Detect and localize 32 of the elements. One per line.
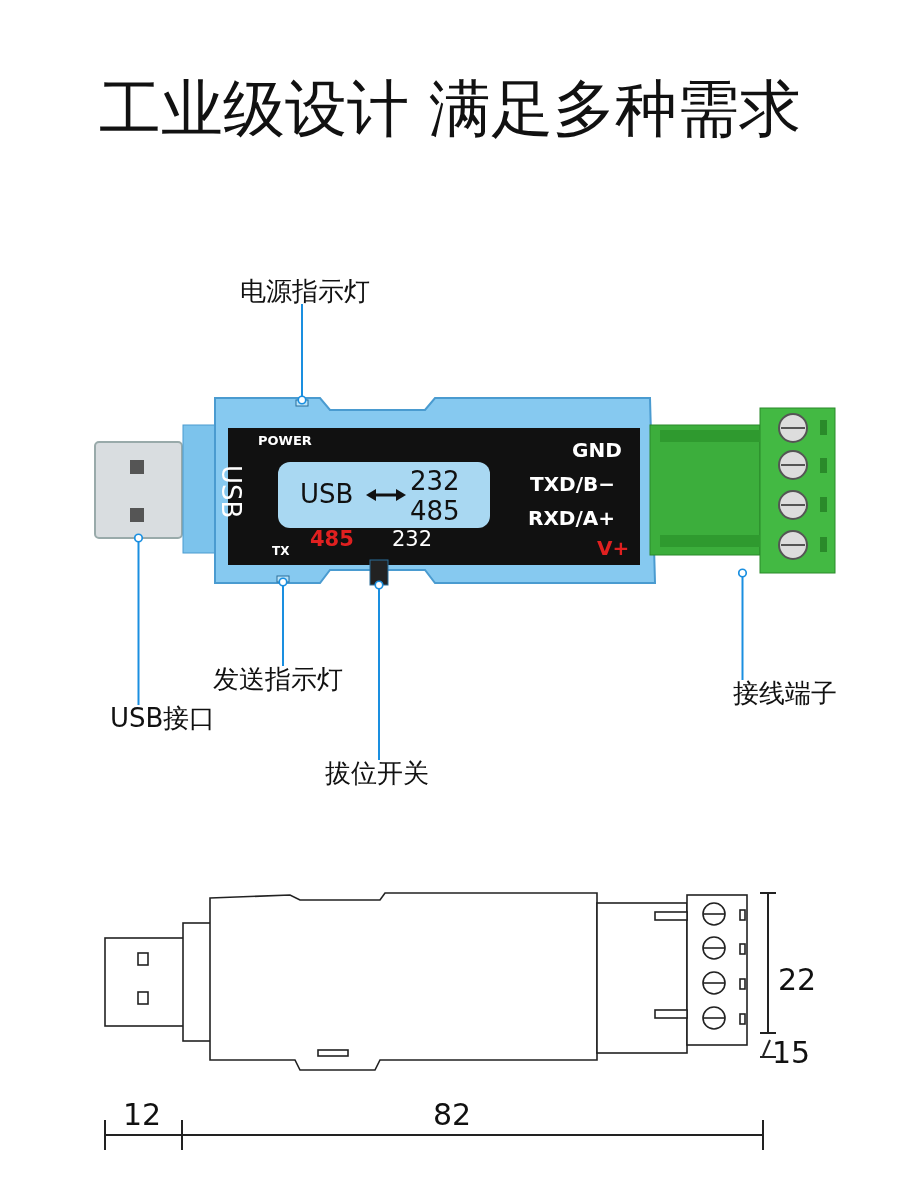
slide-switch	[369, 559, 389, 586]
printed-label: V+	[597, 538, 630, 558]
printed-label: USB	[300, 481, 354, 507]
printed-label: POWER	[258, 434, 312, 447]
callout-label: USB接口	[110, 705, 216, 731]
printed-label: TX	[272, 545, 290, 557]
leader-line	[133, 533, 144, 706]
led-indicator	[295, 399, 309, 407]
callout-label: 拔位开关	[325, 760, 429, 786]
dimension-label: 22	[778, 965, 817, 995]
printed-label: 485	[410, 498, 460, 524]
callout-label: 接线端子	[733, 680, 837, 706]
callout-label: 发送指示灯	[213, 666, 343, 692]
printed-label: USB	[218, 465, 244, 519]
printed-label: 232	[392, 529, 433, 550]
callout-label: 电源指示灯	[240, 278, 370, 304]
leader-line	[278, 577, 288, 667]
printed-label: 232	[410, 468, 460, 494]
led-indicator	[276, 575, 290, 583]
printed-label: TXD/B−	[530, 474, 615, 494]
usb-plug-drawing	[94, 441, 183, 539]
dimension-label: 12	[123, 1100, 162, 1130]
leader-line	[374, 580, 384, 761]
printed-label: RXD/A+	[528, 508, 615, 528]
printed-label: GND	[572, 440, 622, 460]
dimension-label: 82	[433, 1100, 472, 1130]
title: 工业级设计 满足多种需求	[98, 78, 802, 140]
terminal-block-drawing	[649, 407, 836, 574]
leader-line	[297, 303, 307, 405]
printed-label: 485	[310, 529, 354, 550]
leader-line	[737, 568, 748, 681]
dimension-label: 15	[772, 1038, 811, 1068]
